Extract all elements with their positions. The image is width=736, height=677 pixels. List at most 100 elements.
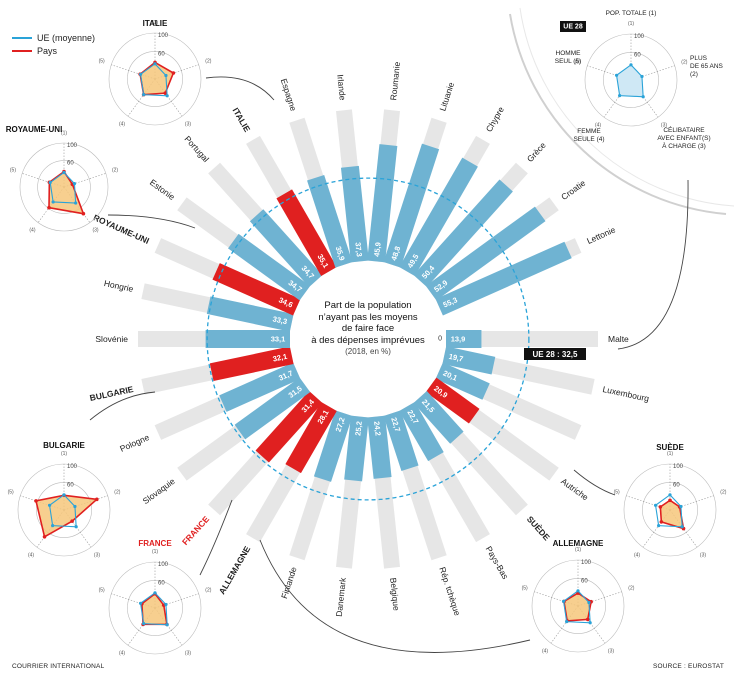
radar-eu-point <box>73 504 77 509</box>
legend-item-eu: UE (moyenne) <box>12 31 95 44</box>
radar-axis-label: (1) <box>628 21 634 27</box>
bar-group <box>413 162 528 288</box>
radar-eu-point <box>153 62 157 66</box>
bar-group <box>289 410 353 561</box>
bar-value-label: 48,8 <box>389 245 402 262</box>
radar-eu-point <box>51 524 55 528</box>
center-title-line: à des dépenses imprévues <box>311 334 425 346</box>
credit-publisher: COURRIER INTERNATIONAL <box>12 663 105 670</box>
bar-group <box>367 415 400 569</box>
connector-arrow <box>89 391 156 421</box>
bar <box>205 330 290 348</box>
radar-country-polygon <box>659 499 685 530</box>
radar-eu-point <box>74 525 78 529</box>
radar-axis-label: (3) <box>94 552 100 558</box>
radar-tick-label: 100 <box>158 562 169 568</box>
radar-eu-point <box>629 63 633 67</box>
connector-arrow <box>107 214 196 229</box>
bar <box>425 377 480 424</box>
radar-axis-label: (1) <box>667 451 673 457</box>
radar-eu-polygon <box>49 171 77 204</box>
legend-item-country: Pays <box>12 44 95 57</box>
radar-tick-label: 100 <box>581 560 592 566</box>
eu-radar-axis-label: PLUS <box>690 55 708 62</box>
radar-eu-point <box>653 503 658 507</box>
radar-eu-point <box>668 493 672 497</box>
radar-tick-label: 60 <box>673 482 680 488</box>
radar-title: ITALIE <box>143 19 168 28</box>
country-label: BULGARIE <box>89 384 135 403</box>
bar-group <box>336 415 369 569</box>
radar-axis-label: (5) <box>99 59 105 65</box>
country-label: Slovénie <box>95 334 128 344</box>
radar-eu-point <box>640 74 644 79</box>
zero-label: 0 <box>438 336 442 343</box>
radar-axis-label: (3) <box>92 227 98 233</box>
bar-group <box>383 410 447 561</box>
bar-background <box>446 331 598 347</box>
connector-arrow <box>573 469 616 496</box>
radar-eu-point <box>47 503 52 507</box>
bar-value-label: 35,9 <box>334 245 347 262</box>
radar-axis-label: (4) <box>29 227 35 233</box>
legend-swatch-country <box>12 49 32 52</box>
radar-axis-label: (5) <box>614 490 620 496</box>
radar-ring <box>37 160 91 214</box>
bar-group <box>336 109 369 263</box>
country-label: Malte <box>608 334 629 344</box>
country-label: Pologne <box>118 432 151 454</box>
bar-group <box>246 135 337 276</box>
radar-tick-label: 60 <box>158 51 165 57</box>
country-label: Grèce <box>525 140 548 164</box>
country-label: Estonie <box>148 177 177 202</box>
bar-group <box>141 283 294 332</box>
country-label: Irlande <box>335 74 348 101</box>
radar-country-point <box>47 205 51 210</box>
radar-eu-point <box>587 600 591 605</box>
bar <box>446 330 482 348</box>
radar-title: SUÈDE <box>656 443 684 452</box>
eu-radar-axis-label: SEULE (4) <box>573 136 604 143</box>
radar-tick-label: 100 <box>158 33 169 39</box>
country-label: Espagne <box>279 77 299 112</box>
radar-country-point <box>658 505 663 509</box>
legend-label-eu: UE (moyenne) <box>37 32 96 43</box>
eu-average-circle <box>206 177 530 501</box>
inner-disc <box>292 263 444 415</box>
bar <box>255 390 323 463</box>
country-label: Hongrie <box>103 278 134 294</box>
legend: UE (moyenne) Pays <box>12 31 95 57</box>
country-label: Belgique <box>388 577 401 611</box>
radar-axis-label: (3) <box>185 650 191 656</box>
radar-country-polygon <box>563 592 593 622</box>
radar-eu-point <box>657 524 661 528</box>
radar-axis-label: (1) <box>575 547 581 553</box>
radar-eu-point <box>164 602 168 607</box>
radar-eu-polygon <box>562 590 591 624</box>
radar-country-point <box>171 71 176 75</box>
credit-source: SOURCE : EUROSTAT <box>652 663 724 670</box>
bar-group <box>138 330 290 348</box>
eu-panel-arc <box>509 13 727 215</box>
radar-eu-polygon <box>654 494 683 528</box>
bar-group <box>399 135 490 276</box>
radar-title: ROYAUME-UNI <box>6 125 63 134</box>
bar-group <box>141 346 294 395</box>
bar <box>413 179 513 288</box>
radar-axis-label: (1) <box>61 130 67 136</box>
radar-tick-label: 60 <box>634 52 641 58</box>
country-label: Croatie <box>559 178 587 202</box>
bar <box>442 346 496 375</box>
country-label: Finlande <box>279 565 299 599</box>
radar-axis-label: (2) <box>628 586 634 592</box>
country-label: Chypre <box>484 105 506 134</box>
connector-arrow <box>259 539 531 653</box>
radar-eu-point <box>74 201 78 205</box>
radar-title: BULGARIE <box>43 441 85 450</box>
radar-axis-label: (1) <box>61 451 67 457</box>
radar-country-point <box>95 497 99 502</box>
